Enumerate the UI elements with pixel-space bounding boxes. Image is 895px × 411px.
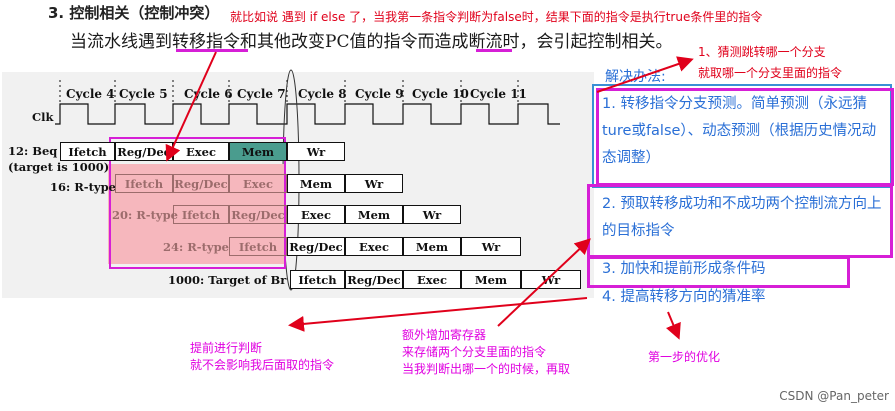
top-annotation: 就比如说 遇到 if else 了，当我第一条指令判断为false时，结果下面的… — [230, 10, 763, 24]
desc-part-a: 当流水线遇到 — [70, 32, 172, 52]
stage-ifetch: Ifetch — [60, 142, 115, 161]
desc-keyword-stall: 断流 — [468, 32, 503, 52]
solution-2: 2. 预取转移成功和不成功两个控制流方向上的目标指令 — [602, 196, 882, 239]
stage-wr: Wr — [521, 270, 581, 289]
solution-3: 3. 加快和提前形成条件码 — [602, 261, 766, 277]
stage-ifetch: Ifetch — [173, 205, 229, 224]
watermark-credit: CSDN @Pan_peter — [779, 389, 889, 403]
solution-box-3 — [587, 256, 850, 288]
stage-mem: Mem — [345, 205, 403, 224]
desc-part-c: 和其他改变PC值的指令而造成 — [240, 32, 469, 52]
cycle-label: Cycle 8 — [298, 87, 347, 101]
stage-mem: Mem — [403, 237, 461, 256]
annotation-line: 当我判断出哪一个的时候，再取 — [402, 362, 571, 376]
desc-keyword-branch: 转移指令 — [172, 32, 240, 52]
stage-exec: Exec — [403, 270, 461, 289]
annotation-line: 就不会影响我后面取的指令 — [190, 358, 335, 372]
stage-exec: Exec — [287, 205, 345, 224]
clk-label: Clk — [32, 110, 54, 124]
stage-wr: Wr — [345, 174, 403, 193]
annotation-early-decision: 提前进行判断 就不会影响我后面取的指令 — [190, 340, 334, 374]
annotation-line: 来存储两个分支里面的指令 — [402, 345, 547, 359]
cycle-label: Cycle 9 — [355, 87, 404, 101]
stage-mem: Mem — [287, 174, 345, 193]
cycle-label: Cycle 4 — [66, 87, 115, 101]
instruction-label: 16: R-type — [50, 180, 116, 194]
underline-stall — [476, 49, 512, 52]
stage-ifetch: Ifetch — [229, 237, 287, 256]
stage-mem: Mem — [229, 142, 287, 161]
cycle-label: Cycle 10 — [412, 87, 469, 101]
stage-wr: Wr — [403, 205, 461, 224]
highlight-box-pipeline — [109, 137, 286, 269]
stage-exec: Exec — [345, 237, 403, 256]
annotation-extra-register: 额外增加寄存器 来存储两个分支里面的指令 当我判断出哪一个的时候，再取 — [402, 327, 570, 378]
stage-exec: Exec — [229, 174, 287, 193]
stage-regdec: Reg/Dec — [173, 174, 229, 193]
section-heading: 3. 控制相关（控制冲突） — [48, 4, 220, 22]
underline-branch — [176, 49, 248, 52]
guess-note-line2: 就取哪一个分支里面的指令 — [698, 66, 843, 80]
instruction-label: 1000: Target of Br — [168, 273, 287, 287]
guess-note-line1: 1、猜测跳转哪一个分支 — [698, 45, 826, 59]
solution-1: 1. 转移指令分支预测。简单预测（永远猜ture或false）、动态预测（根据历… — [602, 96, 877, 166]
stage-regdec: Reg/Dec — [345, 270, 403, 289]
instruction-label: 12: Beq — [8, 144, 58, 158]
stage-wr: Wr — [287, 142, 345, 161]
annotation-line: 额外增加寄存器 — [402, 328, 487, 342]
instruction-label: 20: R-type — [112, 208, 178, 222]
cycle-label: Cycle 11 — [470, 87, 527, 101]
solution-4: 4. 提高转移方向的猜准率 — [602, 289, 766, 305]
cycle-label: Cycle 5 — [119, 87, 168, 101]
cycle-label: Cycle 7 — [237, 87, 286, 101]
stage-mem: Mem — [461, 270, 521, 289]
desc-part-e: 时，会引起控制相关。 — [502, 32, 673, 52]
instruction-sublabel: (target is 1000) — [8, 160, 110, 174]
stage-wr: Wr — [461, 237, 521, 256]
stage-ifetch: Ifetch — [115, 174, 173, 193]
stage-regdec: Reg/Dec — [229, 205, 287, 224]
flushed-instructions-region — [108, 164, 286, 264]
annotation-line: 提前进行判断 — [190, 341, 263, 355]
description-line: 当流水线遇到转移指令和其他改变PC值的指令而造成断流时，会引起控制相关。 — [70, 27, 672, 52]
instruction-label: 24: R-type — [163, 240, 229, 254]
annotation-first-step: 第一步的优化 — [648, 350, 721, 364]
stage-ifetch: Ifetch — [290, 270, 345, 289]
stage-regdec: Reg/Dec — [287, 237, 345, 256]
